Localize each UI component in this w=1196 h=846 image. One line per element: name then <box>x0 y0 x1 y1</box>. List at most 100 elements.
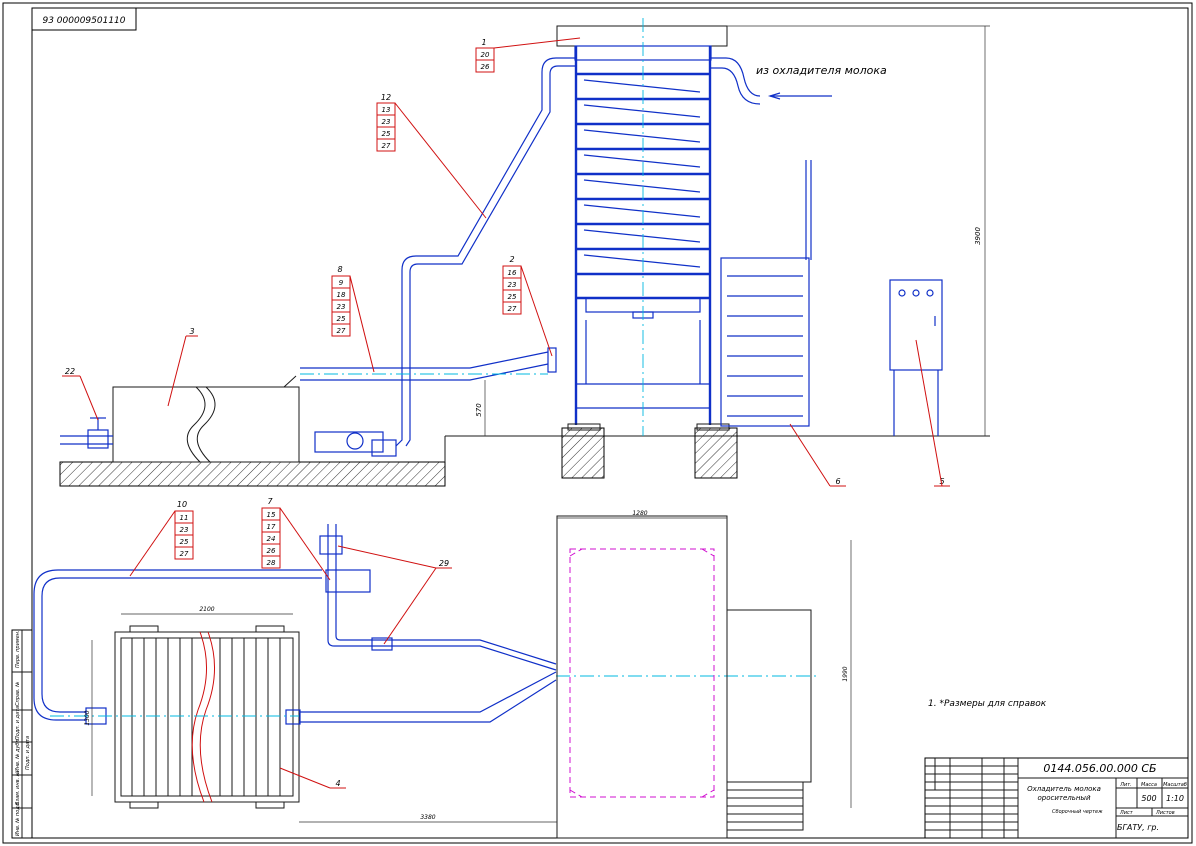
marker-22-label: 22 <box>65 367 75 376</box>
marker-29: 29 <box>337 545 452 645</box>
callout-1-line-2: 26 <box>481 63 490 71</box>
callout-10-line-0: 10 <box>177 500 187 509</box>
side-stamp: Перв. примен. Справ. № Подп. и дата Инв.… <box>11 629 33 839</box>
drain-valve <box>60 417 113 449</box>
marker-3: 3 <box>167 327 198 407</box>
floor <box>59 427 990 487</box>
marker-3-label: 3 <box>189 327 194 336</box>
callout-10-line-3: 25 <box>180 538 189 546</box>
dimension-top: 1280 <box>557 510 727 519</box>
doc-code-stamp: 93 000009501110 <box>31 7 137 31</box>
marker-4-label: 4 <box>335 779 340 788</box>
callout-2-line-0: 2 <box>509 255 514 264</box>
title-scale: 1:10 <box>1166 794 1184 803</box>
dimension-right: 1990 <box>842 540 852 808</box>
callout-8-line-2: 18 <box>337 291 346 299</box>
marker-6-label: 6 <box>835 477 840 486</box>
title-name-line1: Охладитель молока <box>1027 785 1101 793</box>
rack <box>720 160 812 427</box>
callout-8-line-1: 9 <box>339 279 344 287</box>
callout-12-line-0: 12 <box>381 93 391 102</box>
callout-12-line-4: 27 <box>382 142 391 150</box>
control-cabinet <box>889 279 943 436</box>
callout-12-line-3: 25 <box>382 130 391 138</box>
milk-tank <box>112 375 300 463</box>
dimension-depth-value: 1300 <box>84 710 91 725</box>
callout-2-line-3: 25 <box>508 293 517 301</box>
marker-5: 5 <box>915 339 950 487</box>
side-stamp-cell-3: Подп. и дата <box>15 706 21 740</box>
title-doc-type: Сборочный чертеж <box>1052 809 1103 815</box>
dimension-height: 3900 <box>727 25 990 436</box>
callout-12-line-1: 13 <box>382 106 391 114</box>
title-org: БГАТУ, гр. <box>1117 823 1159 832</box>
side-stamp-cell-6: Подп. и дата <box>25 736 31 770</box>
plan-cooler <box>556 515 812 839</box>
callout-1: 1 20 26 <box>475 37 581 73</box>
dimension-depth: 1300 <box>84 640 93 796</box>
dimension-level: 570 <box>475 380 486 436</box>
callout-1-line-1: 20 <box>481 51 490 59</box>
title-mass: 500 <box>1141 794 1156 803</box>
callout-10-line-4: 27 <box>180 550 189 558</box>
source-label: из охладителя молока <box>756 64 887 77</box>
callout-10: 10 11 23 25 27 <box>129 500 194 577</box>
pipelines <box>300 57 832 447</box>
dimension-level-value: 570 <box>475 403 483 417</box>
dimension-width: 2100 <box>121 606 293 615</box>
callout-1-line-0: 1 <box>481 38 486 47</box>
callout-2-line-1: 16 <box>508 269 517 277</box>
callout-7-line-5: 28 <box>267 559 276 567</box>
callout-7-line-2: 17 <box>267 523 276 531</box>
callout-8-line-4: 25 <box>337 315 346 323</box>
callout-7-line-1: 15 <box>267 511 276 519</box>
note-text: 1. *Размеры для справок <box>928 699 1047 709</box>
plan-tank <box>114 625 300 809</box>
marker-5-label: 5 <box>939 477 944 486</box>
dimension-height-value: 3900 <box>974 227 982 245</box>
title-col-scale: Масштаб <box>1163 782 1187 788</box>
callout-7-line-0: 7 <box>267 497 273 506</box>
callout-2: 2 16 23 25 27 <box>502 255 553 357</box>
dimension-top-value: 1280 <box>632 510 647 517</box>
side-stamp-cell-1: Перв. примен. <box>15 630 21 668</box>
title-designation: 0144.056.00.000 СБ <box>1043 762 1156 775</box>
cooler-tower <box>556 25 730 431</box>
callout-2-line-2: 23 <box>508 281 517 289</box>
dimension-bottom: 3380 <box>299 814 557 823</box>
dimension-right-value: 1990 <box>842 666 849 681</box>
marker-6: 6 <box>789 423 846 487</box>
title-sheets: Листов <box>1155 810 1175 816</box>
callout-8-line-3: 23 <box>337 303 346 311</box>
marker-4: 4 <box>279 767 346 789</box>
marker-22: 22 <box>62 367 99 421</box>
dimension-width-value: 2100 <box>199 606 214 613</box>
title-block: 0144.056.00.000 СБ Охладитель молока оро… <box>924 757 1189 839</box>
title-col-lit: Лит. <box>1119 782 1132 788</box>
marker-29-label: 29 <box>439 559 449 568</box>
side-stamp-cell-2: Справ. № <box>15 682 21 706</box>
callout-7-line-3: 24 <box>267 535 276 543</box>
side-stamp-cell-4: Инв. № дубл. <box>15 738 21 772</box>
title-name-line2: оросительный <box>1037 794 1090 802</box>
pump-unit <box>314 431 397 457</box>
callout-10-line-2: 23 <box>180 526 189 534</box>
callout-7: 7 15 17 24 26 28 <box>261 497 331 581</box>
callout-12-line-2: 23 <box>382 118 391 126</box>
callout-8-line-0: 8 <box>337 265 342 274</box>
callout-7-line-4: 26 <box>267 547 276 555</box>
side-stamp-cell-5: Взам. инв. № <box>15 771 21 805</box>
callout-8: 8 9 18 23 25 27 <box>331 265 375 373</box>
title-col-mass: Масса <box>1141 782 1157 788</box>
plan-pipelines <box>33 524 557 725</box>
callout-8-line-5: 27 <box>337 327 346 335</box>
dimension-bottom-value: 3380 <box>420 814 435 821</box>
callout-12: 12 13 23 25 27 <box>376 93 487 219</box>
title-sheet: Лист <box>1119 810 1134 816</box>
doc-code: 93 000009501110 <box>42 16 125 26</box>
callout-2-line-4: 27 <box>508 305 517 313</box>
callout-10-line-1: 11 <box>180 514 189 522</box>
side-stamp-cell-7: Инв. № подл. <box>15 802 21 837</box>
